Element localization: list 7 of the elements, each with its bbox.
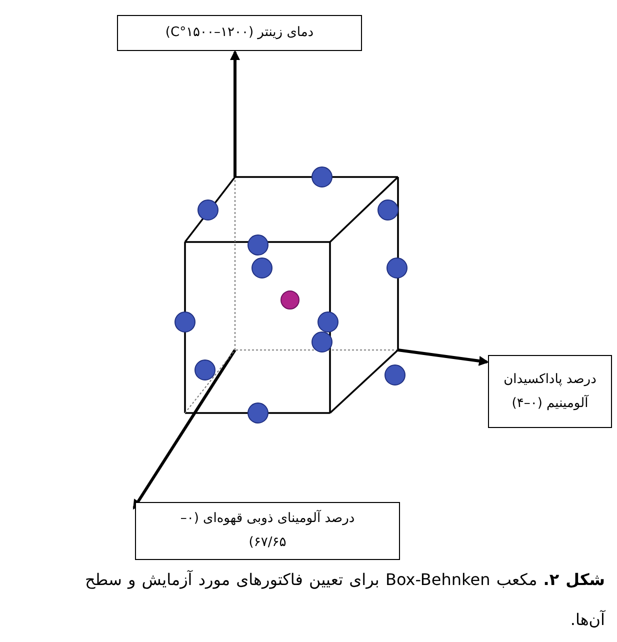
- axis-label-box: درصد آلومینای ذوبی قهوه‌ای (۰–۶۷/۶۵): [135, 502, 400, 560]
- axis-arrow: [398, 348, 489, 366]
- axis-arrow: [230, 50, 240, 177]
- axis-label-box: دمای زینتر (۱۲۰۰–۱۵۰۰°C): [117, 15, 362, 51]
- caption: شکل ۲. مکعب Box-Behnken برای تعیین فاکتورهای مورد آزمایش و سطح آن‌ها.: [85, 569, 605, 631]
- axis-arrow: [132, 349, 236, 510]
- axis-label-box: درصد پاداکسیدان آلومینیم (۰–۴): [488, 355, 612, 428]
